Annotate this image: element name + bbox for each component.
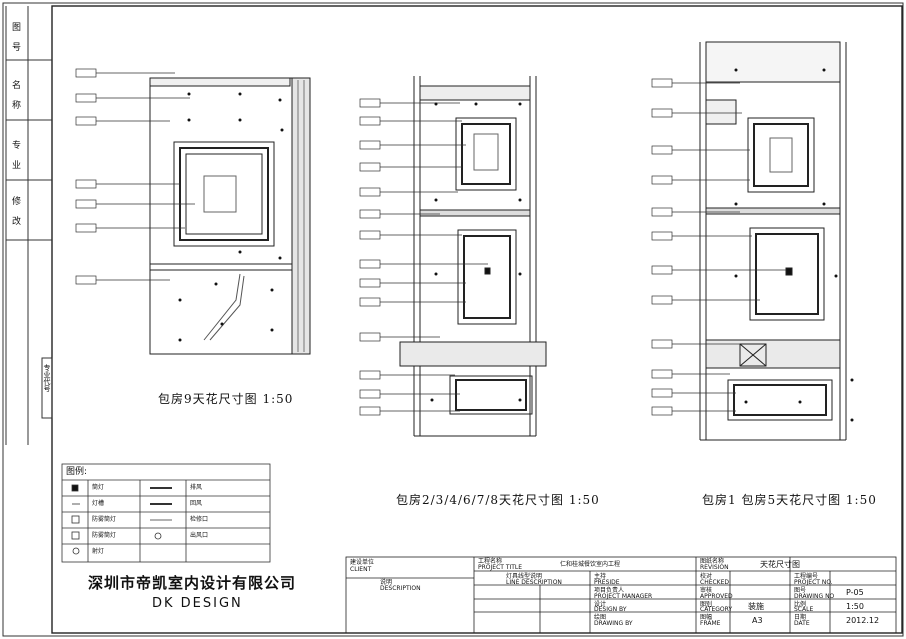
drawing-title-room-2-8: 包房2/3/4/6/7/8天花尺寸图 1:50: [396, 493, 600, 507]
legend-label: 防雾筒灯: [92, 532, 117, 539]
tb-frame-cn: 图幅: [700, 614, 713, 621]
legend-fog-light-2-icon: [71, 531, 80, 540]
tb-line-cn: 灯具线型说明: [506, 573, 543, 580]
tb-drawingno-en: DRAWING NO: [794, 593, 835, 600]
tb-line-en: LINE DESCRIPTION: [506, 579, 562, 586]
tb-approved-cn: 审核: [700, 587, 713, 594]
tb-desc-cn: 说明: [380, 579, 393, 586]
tb-category-en: CATEGORY: [700, 606, 733, 613]
side-label-7: 修: [10, 196, 20, 205]
tb-design-en: DESIGN BY: [594, 606, 627, 613]
tb-frame-en: FRAME: [700, 620, 721, 627]
side-label-5: 专: [10, 140, 20, 149]
tb-drawn-cn: 绘图: [594, 614, 607, 621]
tb-drawn-en: DRAWING BY: [594, 620, 633, 627]
legend-label: 防雾筒灯: [92, 516, 117, 523]
tb-project-value: 仁和桂城餐饮室内工程: [560, 561, 621, 568]
tb-approved-en: APPROVED: [700, 593, 733, 600]
company-name: 深圳市帝凯室内设计有限公司: [88, 574, 297, 592]
tb-desc-en: DESCRIPTION: [380, 585, 421, 592]
legend-label: 排风: [190, 484, 203, 491]
side-label-2: 号: [10, 42, 20, 51]
tb-scale-cn: 比例: [794, 601, 807, 608]
side-label-6: 业: [10, 160, 20, 169]
plan-room-1-5: [651, 41, 854, 441]
plan-room-9: [75, 68, 311, 355]
side-label-1: 图: [10, 22, 20, 31]
tb-frame-value: A3: [752, 616, 763, 625]
tb-date-value: 2012.12: [846, 616, 880, 625]
tb-date-en: DATE: [794, 620, 810, 627]
tb-preside-en: PRESIDE: [594, 579, 620, 586]
legend-label: 筒灯: [92, 484, 105, 491]
legend-heading: 图例:: [66, 467, 88, 477]
plan-room-2-8: [359, 76, 547, 437]
legend-label: 出风口: [190, 532, 209, 539]
legend-label: 回风: [190, 500, 203, 507]
legend-box: [61, 463, 271, 563]
tb-project-en: PROJECT TITLE: [478, 564, 523, 571]
legend-fog-light-icon: [71, 515, 80, 524]
tb-checked-cn: 校对: [700, 573, 713, 580]
tb-scale-en: SCALE: [794, 606, 814, 613]
tb-revision-cn: 图纸名称: [700, 558, 725, 565]
tb-category-value: 装施: [748, 602, 764, 611]
tb-category-cn: 图别: [700, 601, 713, 608]
tb-client-en: CLIENT: [350, 566, 372, 573]
legend-spotlight-icon: [72, 547, 80, 555]
tb-pm-cn: 项目负责人: [594, 587, 625, 594]
side-label-8: 改: [10, 216, 20, 225]
tb-drawingno-value: P-05: [846, 588, 864, 597]
tb-scale-value: 1:50: [846, 602, 864, 611]
tb-pm-en: PROJECT MANAGER: [594, 593, 653, 600]
title-block: [345, 556, 897, 634]
tb-drawingno-cn: 图号: [794, 587, 807, 594]
legend-label: 检修口: [190, 516, 209, 523]
tb-client-cn: 建设单位: [350, 559, 375, 566]
tb-checked-en: CHECKED: [700, 579, 730, 586]
side-stamp: 专业代号: [43, 364, 51, 392]
legend-outlet-icon: [154, 532, 162, 540]
legend-label: 灯槽: [92, 500, 105, 507]
company-name-en: DK DESIGN: [152, 596, 243, 611]
tb-projno-cn: 工程编号: [794, 573, 819, 580]
drawing-title-room-1-5: 包房1 包房5天花尺寸图 1:50: [702, 493, 877, 507]
tb-revision-en: REVISION: [700, 564, 729, 571]
legend-label: 射灯: [92, 548, 105, 555]
side-label-3: 名: [10, 80, 20, 89]
tb-project-cn: 工程名称: [478, 558, 503, 565]
tb-projno-en: PROJECT NO.: [794, 579, 833, 586]
tb-design-cn: 设计: [594, 601, 607, 608]
drawing-title-room-9: 包房9天花尺寸图 1:50: [158, 392, 294, 406]
tb-preside-cn: 主持: [594, 573, 607, 580]
legend-downlight-icon: [71, 484, 79, 492]
tb-date-cn: 日期: [794, 614, 807, 621]
side-label-4: 称: [10, 100, 20, 109]
tb-revision-value: 天花尺寸图: [760, 560, 800, 569]
